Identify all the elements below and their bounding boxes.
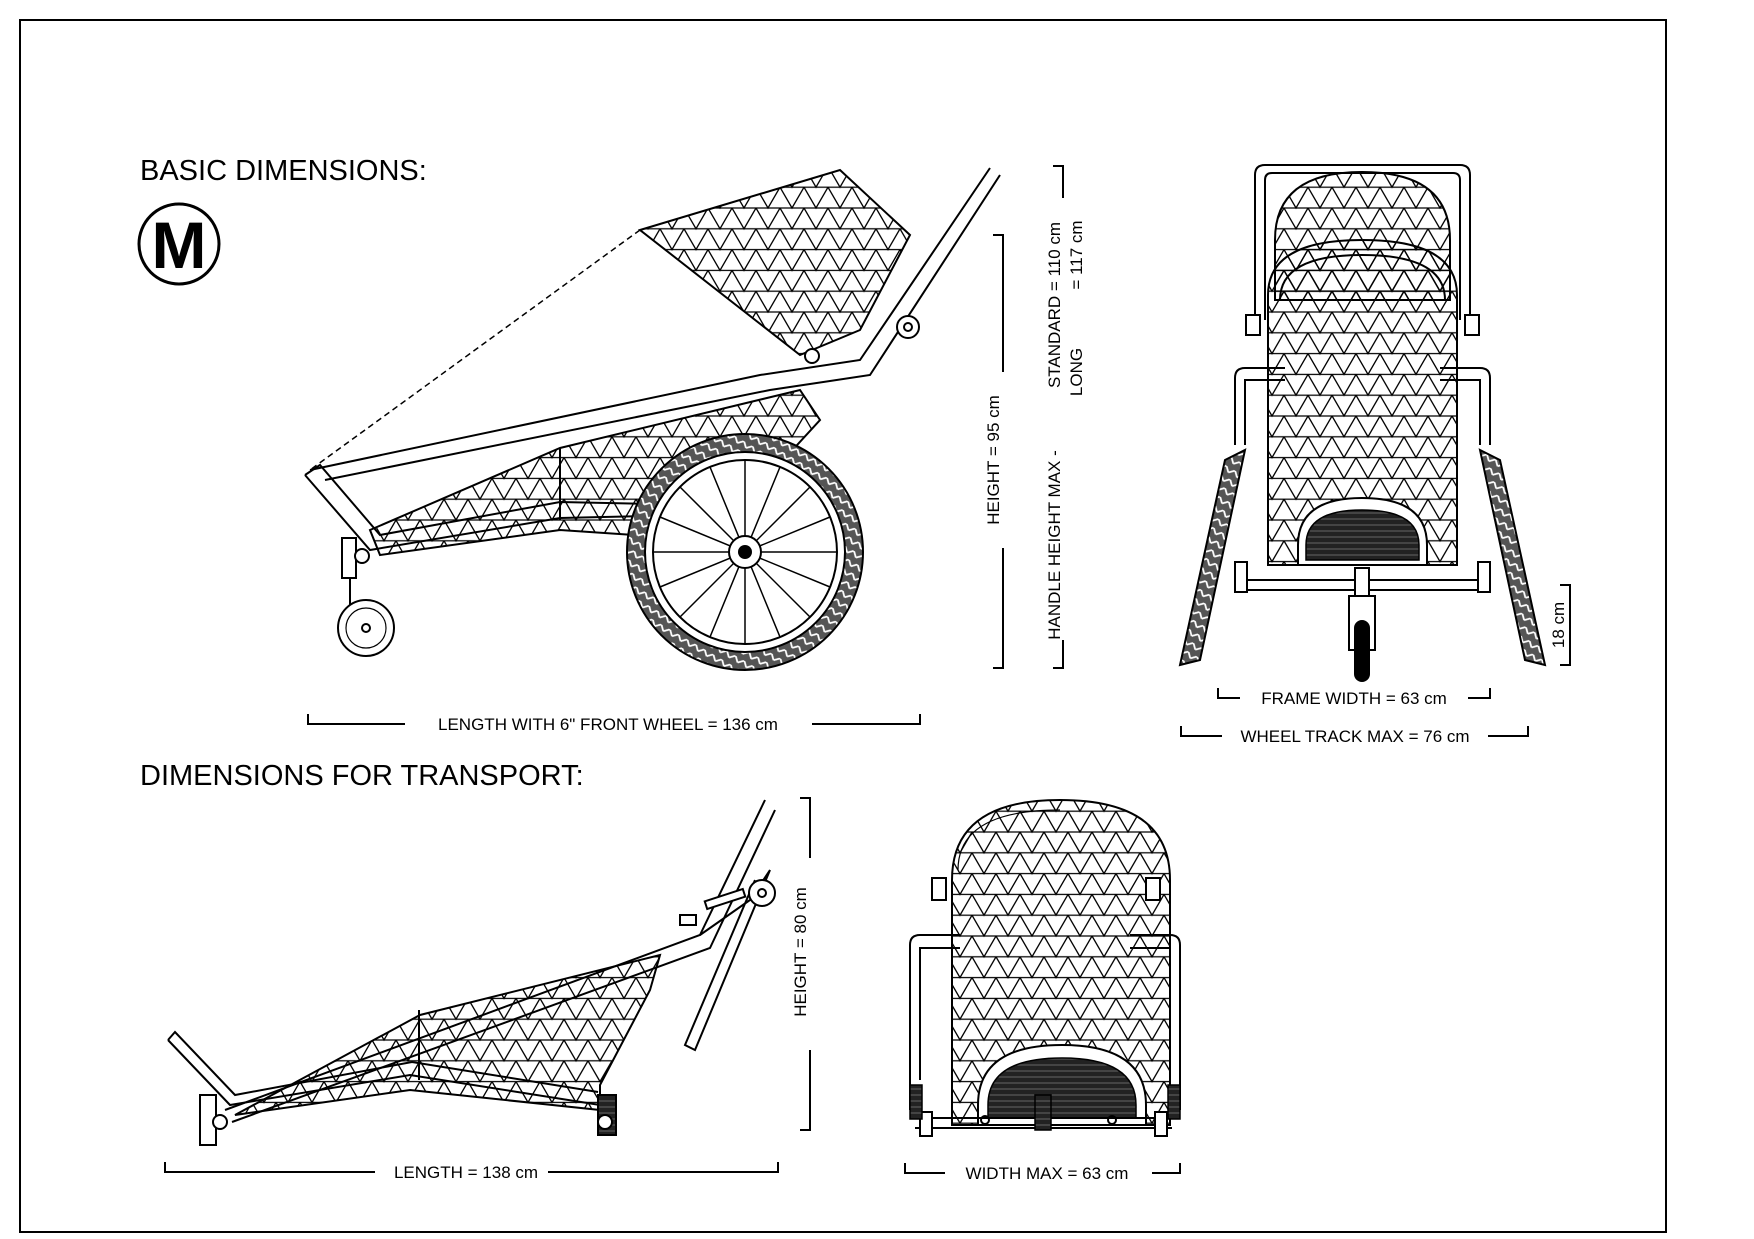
transport-side-view	[167, 799, 776, 1146]
size-m-badge: M	[137, 202, 221, 286]
heading-basic-dimensions: BASIC DIMENSIONS:	[140, 155, 427, 187]
heading-transport-dimensions: DIMENSIONS FOR TRANSPORT:	[140, 760, 584, 792]
dim-height: HEIGHT = 95 cm	[984, 234, 1004, 669]
dim-transport-length: LENGTH = 138 cm	[164, 1162, 779, 1182]
side-view-rear-wheel	[626, 433, 864, 671]
side-view-cart	[304, 167, 1001, 671]
side-view-canopy	[637, 168, 912, 357]
dim-transport-width-label: WIDTH MAX = 63 cm	[966, 1164, 1129, 1183]
dim-wheel-track: WHEEL TRACK MAX = 76 cm	[1180, 726, 1529, 746]
dim-wheel-track-label: WHEEL TRACK MAX = 76 cm	[1240, 727, 1469, 746]
dim-transport-length-label: LENGTH = 138 cm	[394, 1163, 538, 1182]
dim-handle-long-label: LONG	[1067, 348, 1086, 396]
dim-handle-long-value: = 117 cm	[1067, 220, 1086, 289]
dim-transport-height-label: HEIGHT = 80 cm	[791, 887, 810, 1017]
dim-ground-clearance: 18 cm	[1549, 584, 1571, 666]
transport-rear-view	[909, 798, 1181, 1137]
dim-handle-height: HANDLE HEIGHT MAX - STANDARD = 110 cm LO…	[1045, 165, 1086, 669]
dim-frame-width-label: FRAME WIDTH = 63 cm	[1261, 689, 1447, 708]
dim-ground-clearance-label: 18 cm	[1549, 602, 1568, 648]
dim-length-front-wheel-label: LENGTH WITH 6" FRONT WHEEL = 136 cm	[438, 715, 778, 734]
rear-view-right-wheel	[1478, 448, 1547, 667]
dim-transport-width: WIDTH MAX = 63 cm	[904, 1163, 1181, 1183]
transport-rear-seat	[951, 798, 1171, 1126]
dim-length-front-wheel: LENGTH WITH 6" FRONT WHEEL = 136 cm	[307, 714, 921, 734]
rear-view-cart	[1178, 164, 1547, 682]
rear-view-front-caster	[1348, 567, 1376, 682]
sheet-border	[19, 19, 1667, 1233]
dim-frame-width: FRAME WIDTH = 63 cm	[1217, 688, 1491, 708]
badge-letter: M	[152, 208, 207, 282]
dim-handle-height-label: HANDLE HEIGHT MAX -	[1045, 450, 1064, 640]
dim-handle-standard-label: STANDARD = 110 cm	[1045, 222, 1064, 388]
rear-view-left-wheel	[1178, 448, 1247, 667]
dim-transport-height: HEIGHT = 80 cm	[791, 797, 811, 1131]
dim-height-label: HEIGHT = 95 cm	[984, 395, 1003, 525]
side-view-front-caster	[337, 537, 395, 657]
rear-view-seat	[1267, 238, 1458, 566]
